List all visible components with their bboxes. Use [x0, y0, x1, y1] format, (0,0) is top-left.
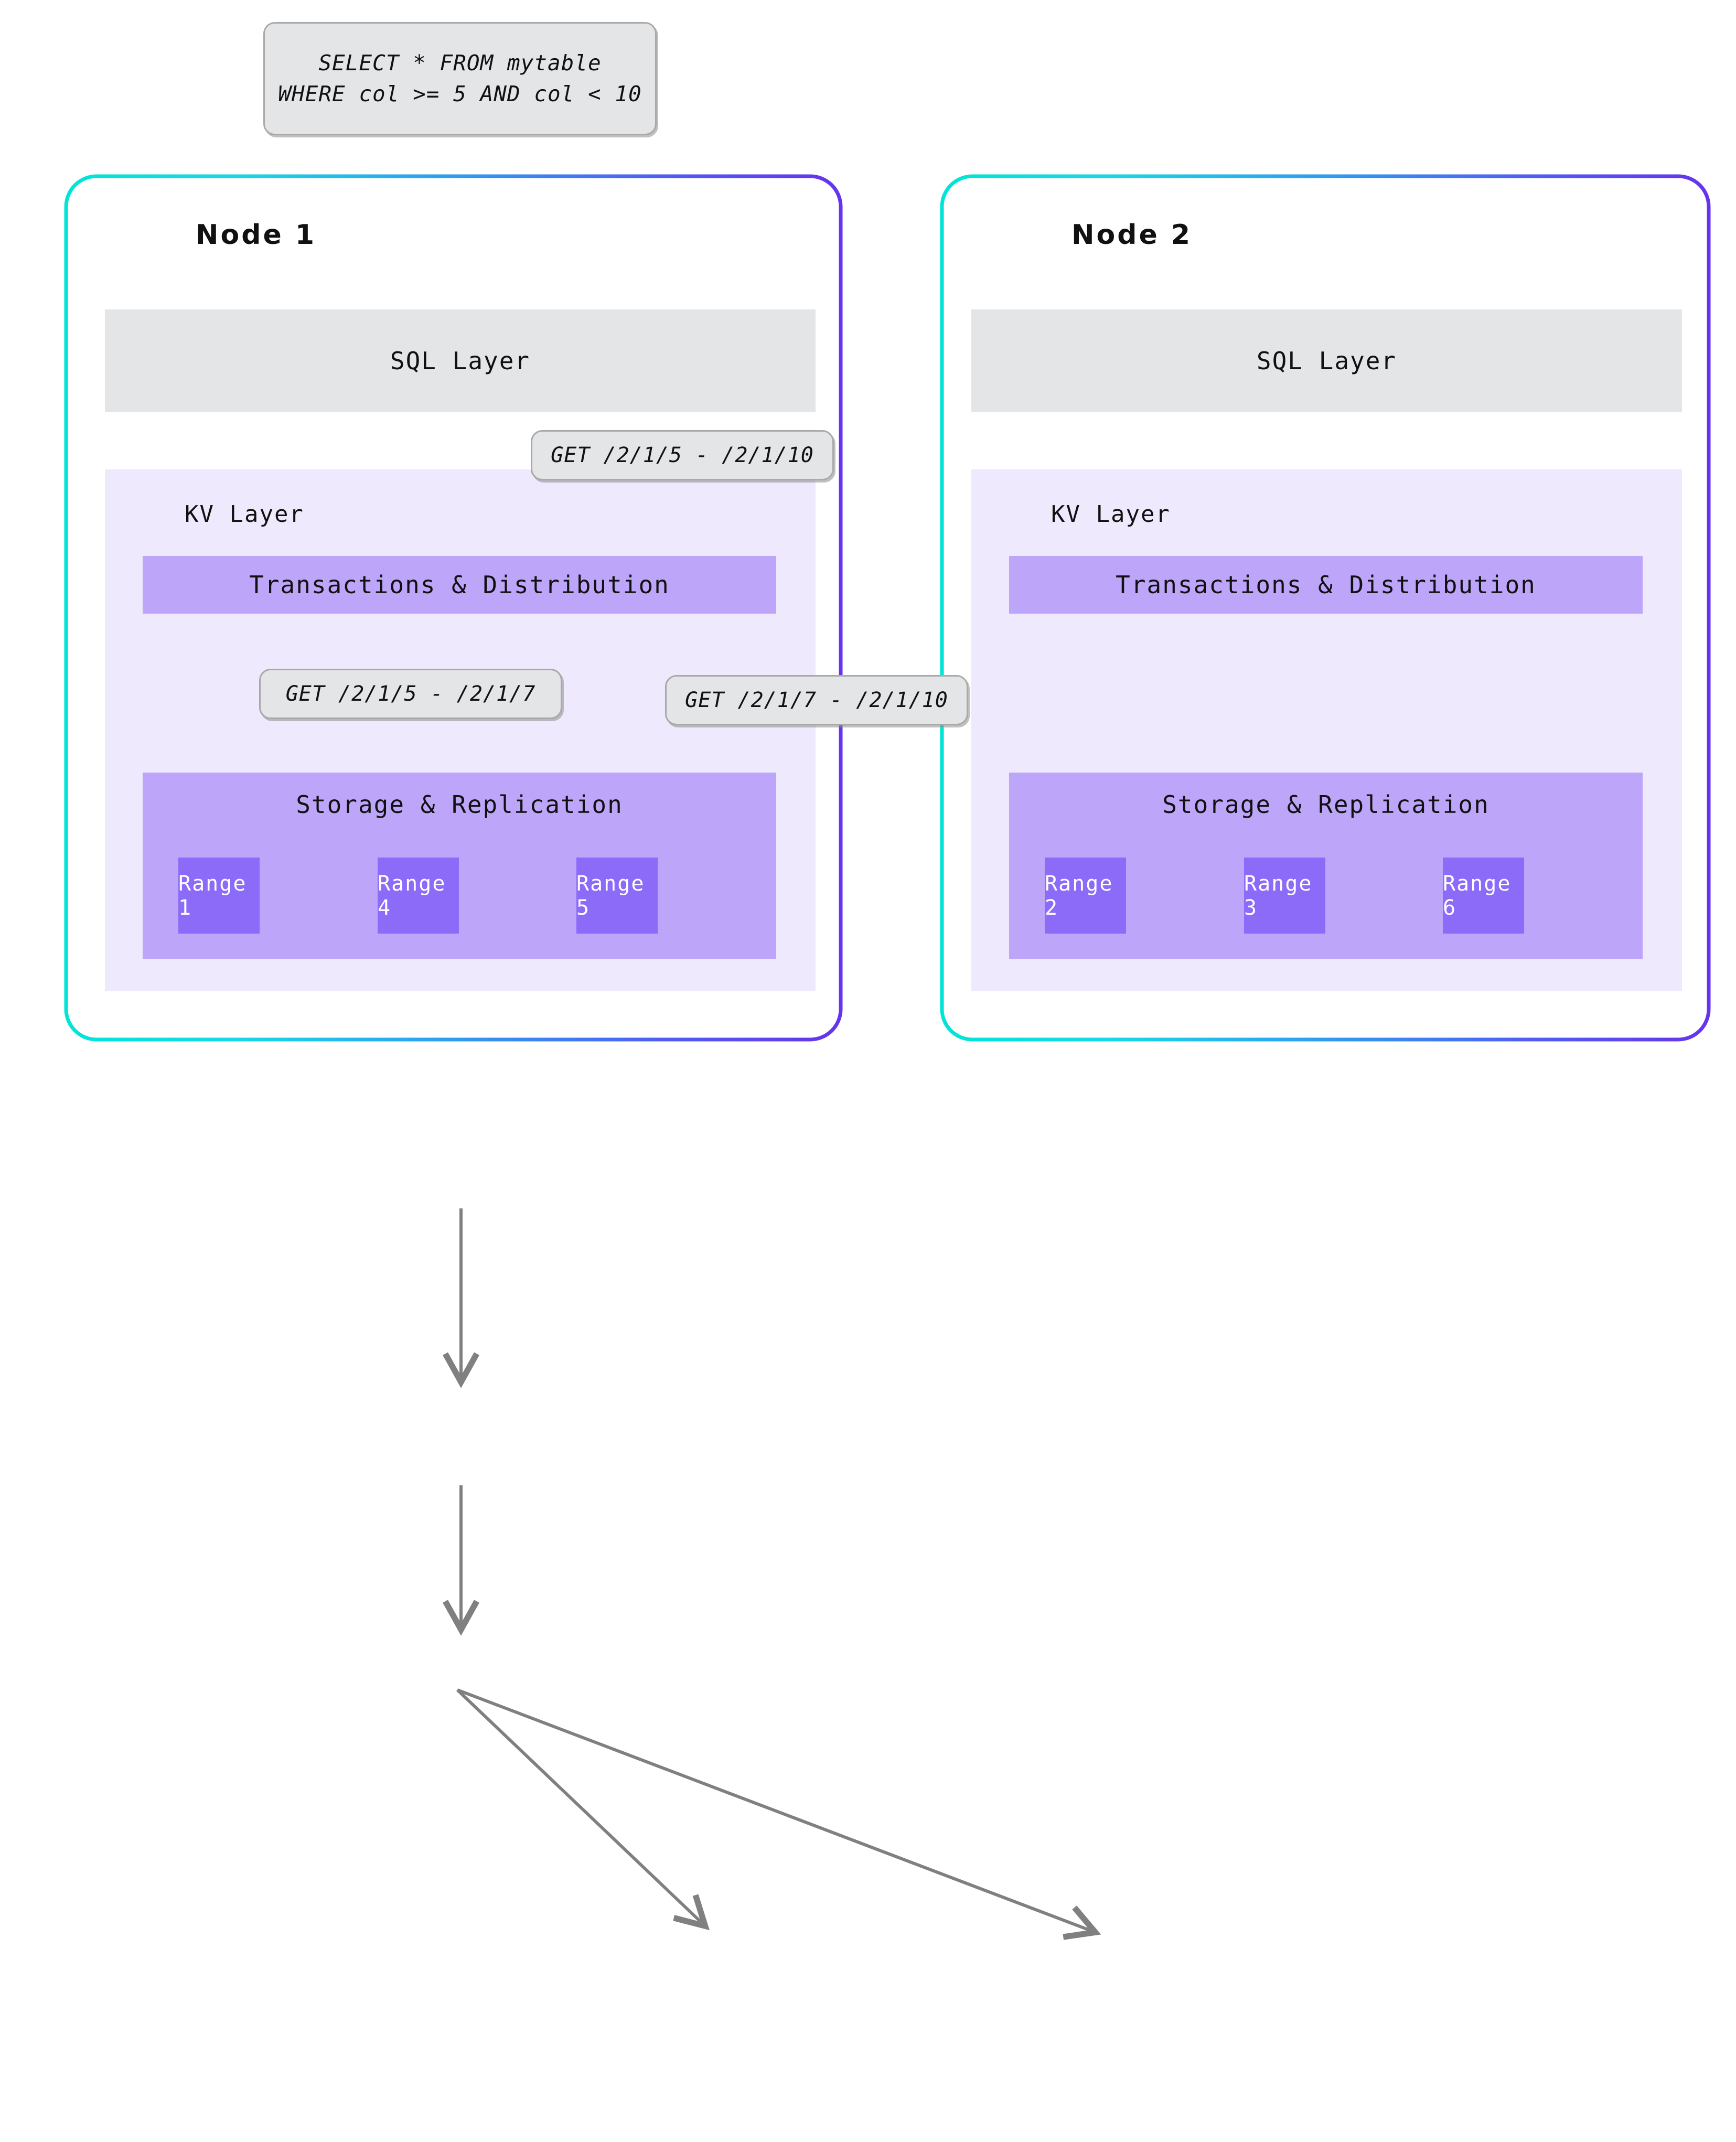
node-1-storage-label: Storage & Replication — [296, 790, 623, 819]
node-1-transactions-box: Transactions & Distribution — [143, 556, 776, 614]
node-1-storage-box: Storage & Replication Range 1 Range 4 Ra… — [143, 773, 776, 959]
node-2-range-0[interactable]: Range 2 — [1045, 858, 1126, 934]
callout-kv-to-local-range: GET /2/1/5 - /2/1/7 — [259, 669, 562, 719]
node-1-kv-layer-label: KV Layer — [185, 501, 304, 528]
node-2-range-2[interactable]: Range 6 — [1443, 858, 1524, 934]
callout-sql-to-kv: GET /2/1/5 - /2/1/10 — [531, 430, 834, 480]
arrow-connectors — [443, 1208, 1101, 1940]
node-1-range-1[interactable]: Range 4 — [378, 858, 459, 934]
node-1-frame — [64, 174, 843, 1042]
arrow-kv-to-range-5 — [456, 1688, 710, 1931]
node-2-frame — [940, 174, 1711, 1042]
diagram-canvas: SQL Layer KV Layer Transactions & Distri… — [64, 22, 1711, 1940]
sql-query-callout: SELECT * FROM mytable WHERE col >= 5 AND… — [263, 22, 657, 135]
node-2-kv-layer-label: KV Layer — [1051, 501, 1171, 528]
node-2-range-1[interactable]: Range 3 — [1244, 858, 1325, 934]
node-1-range-2[interactable]: Range 5 — [576, 858, 658, 934]
node-1-range-0[interactable]: Range 1 — [178, 858, 260, 934]
node-2-transactions-box: Transactions & Distribution — [1009, 556, 1643, 614]
node-frames — [64, 174, 1711, 1042]
node-1-title: Node 1 — [196, 219, 317, 251]
node-2-title: Node 2 — [1071, 219, 1193, 251]
arrow-kv-to-range-2 — [456, 1688, 1101, 1940]
node-2-storage-label: Storage & Replication — [1162, 790, 1489, 819]
node-1-sql-layer: SQL Layer — [105, 309, 816, 412]
node-2-storage-box: Storage & Replication Range 2 Range 3 Ra… — [1009, 773, 1643, 959]
callout-kv-to-remote-range: GET /2/1/7 - /2/1/10 — [665, 675, 968, 725]
node-2-sql-layer: SQL Layer — [971, 309, 1682, 412]
